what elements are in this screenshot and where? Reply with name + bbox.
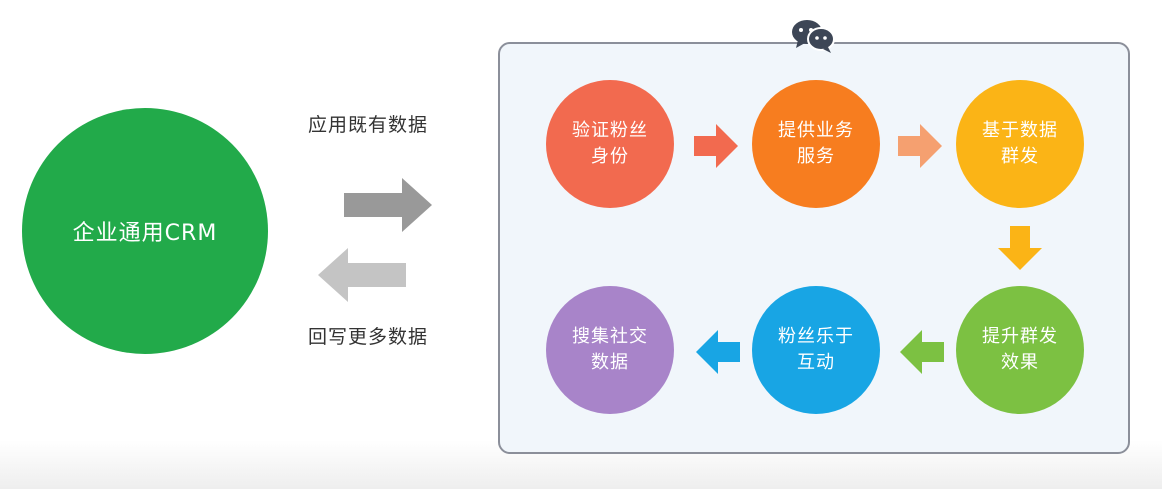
wechat-icon (792, 20, 835, 53)
back-arrow-icon (318, 248, 406, 302)
step-label: 粉丝乐于互动 (778, 326, 854, 373)
step-provide-service: 提供业务服务 (752, 80, 880, 208)
step-fan-interaction: 粉丝乐于互动 (752, 286, 880, 414)
step-label: 验证粉丝身份 (572, 120, 648, 167)
arrow-left-icon (900, 330, 944, 374)
crm-label: 企业通用CRM (72, 221, 218, 246)
step-label: 提升群发效果 (982, 326, 1058, 373)
step-mass-messaging: 基于数据群发 (956, 80, 1084, 208)
step-verify-identity: 验证粉丝身份 (546, 80, 674, 208)
arrow-left-icon (696, 330, 740, 374)
step-label: 搜集社交数据 (572, 326, 648, 373)
arrow-down-icon (998, 226, 1042, 270)
step-collect-social-data: 搜集社交数据 (546, 286, 674, 414)
apply-data-label: 应用既有数据 (308, 114, 429, 136)
arrow-right-icon (694, 124, 738, 168)
crm-circle: 企业通用CRM (22, 108, 268, 354)
step-label: 基于数据群发 (982, 120, 1058, 167)
forward-arrow-icon (344, 178, 432, 232)
write-back-label: 回写更多数据 (308, 326, 429, 348)
arrow-right-icon (898, 124, 942, 168)
step-improve-effect: 提升群发效果 (956, 286, 1084, 414)
step-label: 提供业务服务 (778, 120, 854, 167)
